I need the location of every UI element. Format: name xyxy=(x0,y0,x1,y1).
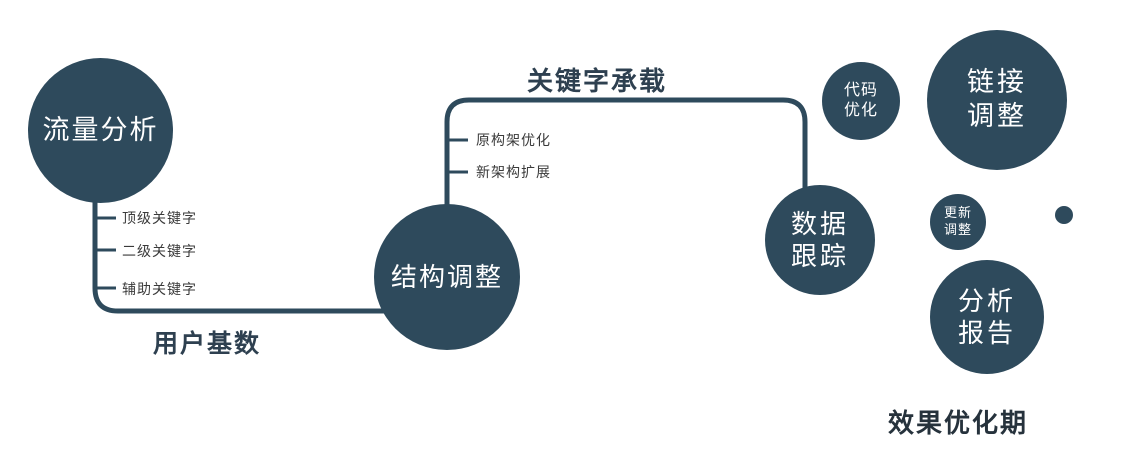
edge-label-effect-optimization-period: 效果优化期 xyxy=(888,408,1029,438)
node-data-tracking: 数据 跟踪 xyxy=(765,185,875,295)
node-code-optimization-line1: 代码 xyxy=(843,82,878,99)
node-code-optimization: 代码 优化 xyxy=(822,62,900,140)
tick-label-original-architecture: 原构架优化 xyxy=(476,132,551,148)
node-analysis-report: 分析 报告 xyxy=(930,260,1044,374)
structure-to-data-line xyxy=(444,97,808,215)
node-link-adjustment-line1: 链接 xyxy=(967,67,1027,98)
tick-label-auxiliary-keywords: 辅助关键字 xyxy=(122,281,197,297)
tick-label-secondary-keywords: 二级关键字 xyxy=(122,243,197,259)
node-data-tracking-line1: 数据 xyxy=(790,208,849,239)
node-data-tracking-line2: 跟踪 xyxy=(790,241,849,271)
node-structure-adjustment: 结构调整 xyxy=(374,204,520,350)
node-traffic-analysis-label: 流量分析 xyxy=(42,114,159,145)
tick-label-top-keywords: 顶级关键字 xyxy=(122,210,197,226)
node-analysis-report-line2: 报告 xyxy=(957,318,1016,348)
node-traffic-analysis: 流量分析 xyxy=(28,58,173,203)
node-update-adjustment: 更新 调整 xyxy=(930,194,986,250)
node-structure-adjustment-label: 结构调整 xyxy=(390,261,503,292)
traffic-branch-ticks xyxy=(95,216,116,290)
node-update-adjustment-line2: 调整 xyxy=(943,222,972,237)
node-small-dot xyxy=(1055,206,1073,224)
node-update-adjustment-line1: 更新 xyxy=(943,205,972,221)
edge-label-user-base: 用户基数 xyxy=(153,330,262,358)
node-analysis-report-line1: 分析 xyxy=(957,285,1016,316)
node-link-adjustment-line2: 调整 xyxy=(967,101,1027,131)
tick-label-new-architecture: 新架构扩展 xyxy=(476,164,551,180)
structure-branch-ticks xyxy=(447,138,468,174)
node-link-adjustment: 链接 调整 xyxy=(927,30,1067,170)
edge-label-keyword-bearing: 关键字承载 xyxy=(527,66,668,96)
node-code-optimization-line2: 优化 xyxy=(843,102,878,119)
